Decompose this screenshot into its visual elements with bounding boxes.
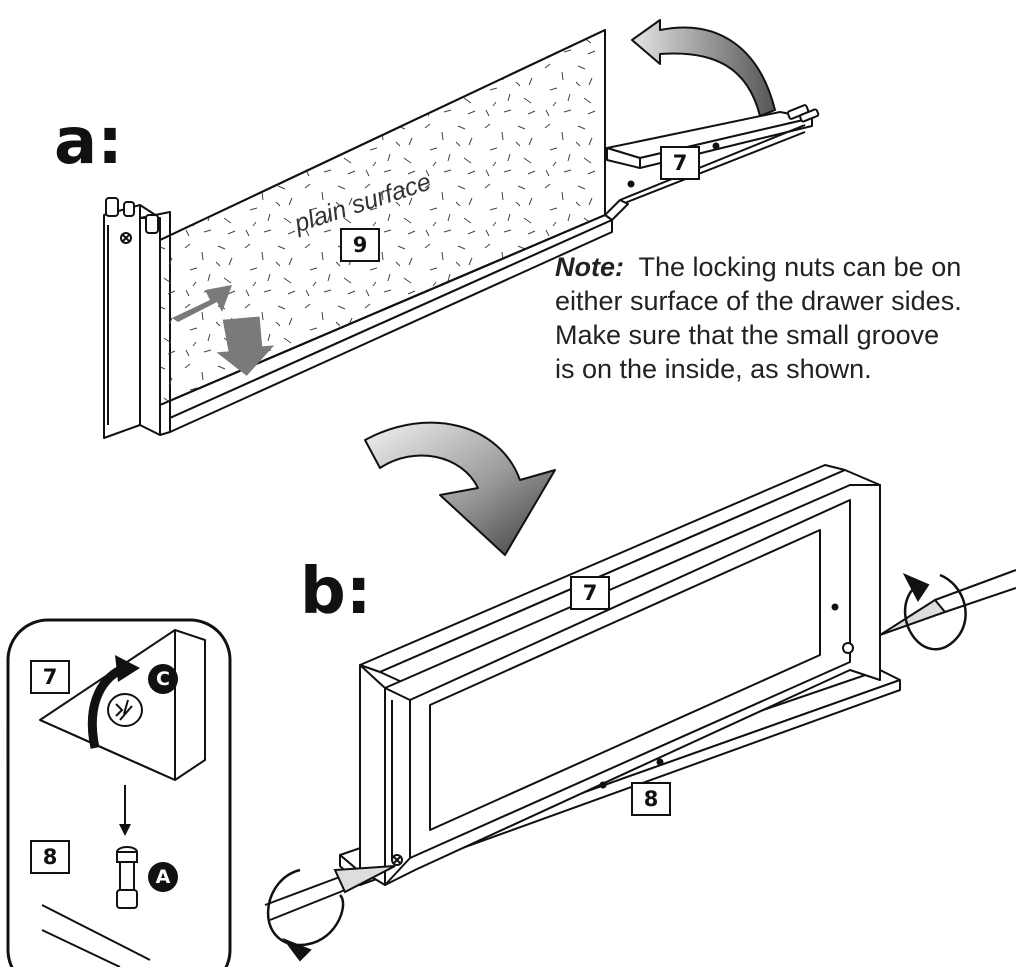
note-text: Note: The locking nuts can be on either …	[555, 250, 1015, 386]
cam-lock-icon	[107, 693, 143, 727]
step-b-label: b:	[300, 555, 372, 629]
push-arrows	[172, 285, 275, 376]
screwdriver-left	[264, 865, 396, 962]
hardware-a-badge: A	[148, 862, 178, 892]
part-label-inset-8: 8	[30, 840, 70, 874]
note-line-1: The locking nuts can be on	[638, 252, 962, 282]
part-label-a-7: 7	[660, 146, 700, 180]
down-arrow-icon	[364, 421, 556, 556]
note-label: Note:	[555, 252, 624, 282]
note-line-2: either surface of the drawer sides.	[555, 286, 962, 316]
part-label-b-7: 7	[570, 576, 610, 610]
screwdriver-right	[879, 569, 1016, 651]
hardware-c-badge: C	[148, 664, 178, 694]
step-b-illustration	[339, 464, 901, 886]
note-line-4: is on the inside, as shown.	[555, 354, 872, 384]
part-label-a-9: 9	[340, 228, 380, 262]
curved-arrow-icon	[631, 19, 776, 117]
part-7-rail	[604, 104, 820, 221]
step-a-illustration	[103, 29, 820, 439]
rotate-arrow-icon	[903, 573, 967, 651]
part-label-b-8: 8	[631, 782, 671, 816]
rotate-arrow-icon	[266, 868, 345, 947]
note-line-3: Make sure that the small groove	[555, 320, 940, 350]
part-label-inset-7: 7	[30, 660, 70, 694]
step-a-label: a:	[54, 105, 123, 179]
cam-bolt-icon	[116, 846, 138, 909]
part-9-panel	[159, 29, 606, 406]
